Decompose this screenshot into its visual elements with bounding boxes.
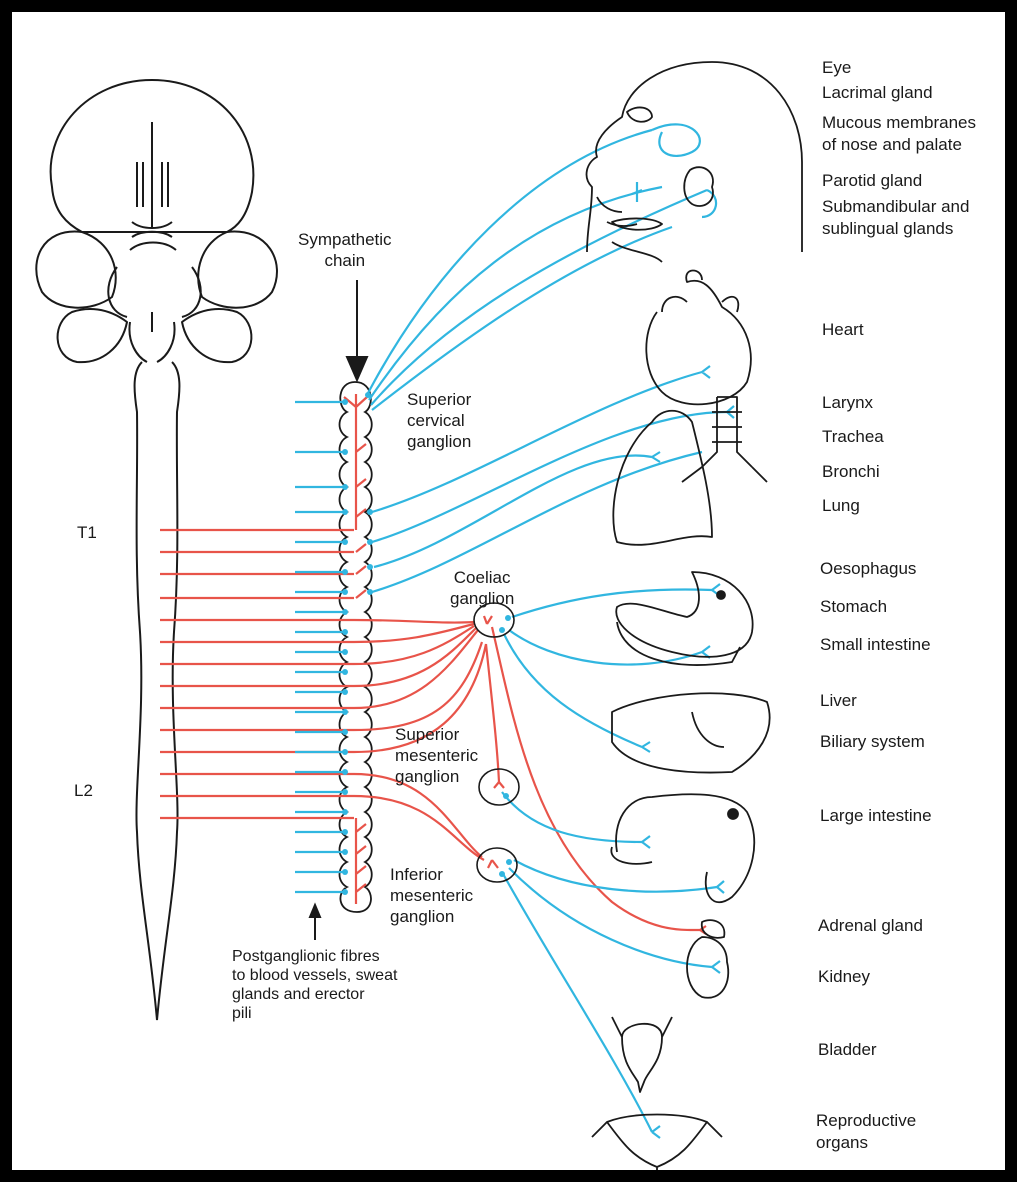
- bronchi: [682, 467, 767, 482]
- to-kidney: [509, 868, 712, 967]
- label-reproductive-organs: Reproductive organs: [816, 1110, 916, 1154]
- oesophagus-dot: [717, 591, 725, 599]
- stomach: [616, 572, 752, 657]
- label-bladder: Bladder: [818, 1039, 877, 1060]
- to-coeliac: [354, 620, 478, 708]
- label-stomach: Stomach: [820, 596, 887, 617]
- temporal-lobe-left: [36, 232, 115, 308]
- label-heart: Heart: [822, 319, 864, 340]
- label-postganglionic-note: Postganglionic fibres to blood vessels, …: [232, 947, 397, 1023]
- label-coeliac-ganglion: Coeliac ganglion: [450, 567, 514, 609]
- label-adrenal-gland: Adrenal gland: [818, 915, 923, 936]
- to-reproductive: [502, 872, 652, 1132]
- colon-dot: [728, 809, 738, 819]
- label-parotid-gland: Parotid gland: [822, 170, 922, 191]
- temporal-lobe-right: [198, 232, 277, 308]
- label-sympathetic-chain: Sympathetic chain: [298, 229, 392, 271]
- spinal-cord: [135, 362, 180, 1020]
- adrenal-gland: [702, 920, 725, 938]
- to-stomach: [512, 589, 712, 617]
- label-large-intestine: Large intestine: [820, 805, 932, 826]
- to-small-intestine: [509, 630, 702, 665]
- label-superior-cervical-ganglion: Superior cervical ganglion: [407, 389, 471, 452]
- infmes-synapse: [488, 860, 498, 868]
- label-mucous-membranes: Mucous membranes of nose and palate: [822, 112, 976, 156]
- label-bronchi: Bronchi: [822, 461, 880, 482]
- label-trachea: Trachea: [822, 426, 884, 447]
- right-ventricle: [162, 162, 168, 207]
- terminals: [642, 366, 734, 1138]
- postganglionic-arrowhead: [310, 905, 320, 917]
- outflow-lines: [160, 530, 354, 818]
- label-kidney: Kidney: [818, 966, 870, 987]
- to-liver: [504, 634, 642, 747]
- to-head: [367, 130, 707, 410]
- label-superior-mesenteric-ganglion: Superior mesenteric ganglion: [395, 724, 478, 787]
- gallbladder: [692, 712, 724, 747]
- bladder: [612, 1017, 672, 1092]
- label-lacrimal-gland: Lacrimal gland: [822, 82, 933, 103]
- label-inferior-mesenteric-ganglion: Inferior mesenteric ganglion: [390, 864, 473, 927]
- brainstem-upper: [108, 267, 200, 317]
- lacrimal-gland: [627, 107, 652, 121]
- trachea: [702, 397, 752, 467]
- to-adrenal: [492, 627, 700, 930]
- coeliac-synapse: [484, 616, 492, 624]
- ganglion-dots: [499, 615, 512, 877]
- head-profile: [587, 62, 802, 252]
- brain: [36, 80, 277, 362]
- to-colon: [514, 860, 717, 892]
- eye-loop: [652, 124, 700, 156]
- cerebellum-left: [58, 309, 127, 362]
- label-submandibular-glands: Submandibular and sublingual glands: [822, 196, 969, 240]
- label-t1: T1: [77, 522, 97, 543]
- cerebellum-right: [182, 309, 251, 362]
- parotid-gland: [684, 167, 713, 206]
- label-biliary-system: Biliary system: [820, 731, 925, 752]
- label-lung: Lung: [822, 495, 860, 516]
- label-small-intestine: Small intestine: [820, 634, 931, 655]
- label-eye: Eye: [822, 57, 851, 78]
- label-larynx: Larynx: [822, 392, 873, 413]
- label-l2: L2: [74, 780, 93, 801]
- spinal-cord-outline: [135, 362, 180, 1020]
- uterus: [592, 1115, 722, 1182]
- head-branches: [632, 182, 716, 217]
- label-liver: Liver: [820, 690, 857, 711]
- left-ventricle: [137, 162, 143, 207]
- supmes-synapse: [494, 782, 504, 788]
- sympathetic-chain-arrowhead: [347, 357, 367, 380]
- label-oesophagus: Oesophagus: [820, 558, 916, 579]
- liver: [612, 693, 770, 772]
- medulla: [129, 312, 174, 362]
